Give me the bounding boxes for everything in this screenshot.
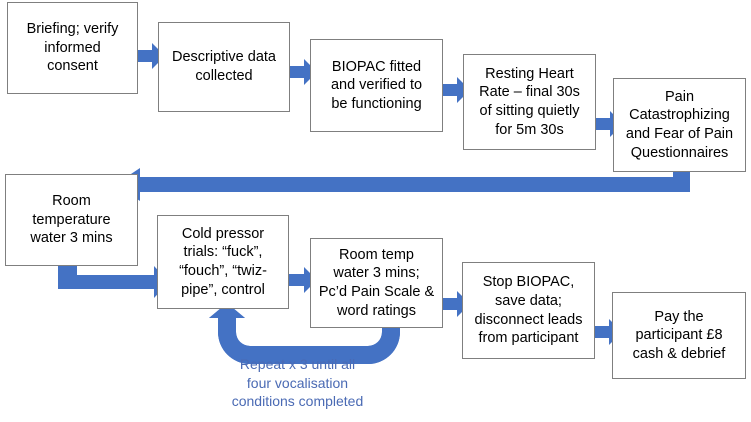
node-biopac-fitted[interactable]: BIOPAC fitted and verified to be functio… <box>310 39 443 132</box>
arrow-questionnaires-to-room-temperature <box>110 168 695 204</box>
arrow-biopac-to-resting-hr <box>441 76 471 104</box>
arrow-room-temperature-to-cold-pressor <box>58 262 170 302</box>
node-pay-participant[interactable]: Pay the participant £8 cash & debrief <box>612 292 746 379</box>
node-room-temperature-water-1[interactable]: Room temperature water 3 mins <box>5 174 138 266</box>
node-descriptive-data[interactable]: Descriptive data collected <box>158 22 290 112</box>
node-pain-questionnaires[interactable]: Pain Catastrophizing and Fear of Pain Qu… <box>613 78 746 172</box>
arrow-repeat-loop <box>196 300 400 364</box>
repeat-loop-caption: Repeat x 3 until all four vocalisation c… <box>231 356 364 410</box>
node-cold-pressor-trials[interactable]: Cold pressor trials: “fuck”, “fouch”, “t… <box>157 215 289 309</box>
arrow-descriptive-to-biopac <box>288 58 318 86</box>
node-resting-heart-rate[interactable]: Resting Heart Rate – final 30s of sittin… <box>463 54 596 150</box>
arrow-briefing-to-descriptive <box>136 42 166 70</box>
arrow-cold-pressor-to-room-temp-2 <box>288 266 318 294</box>
node-briefing[interactable]: Briefing; verify informed consent <box>7 2 138 94</box>
node-stop-biopac[interactable]: Stop BIOPAC, save data; disconnect leads… <box>462 262 595 359</box>
node-room-temp-water-2[interactable]: Room temp water 3 mins; Pc’d Pain Scale … <box>310 238 443 328</box>
